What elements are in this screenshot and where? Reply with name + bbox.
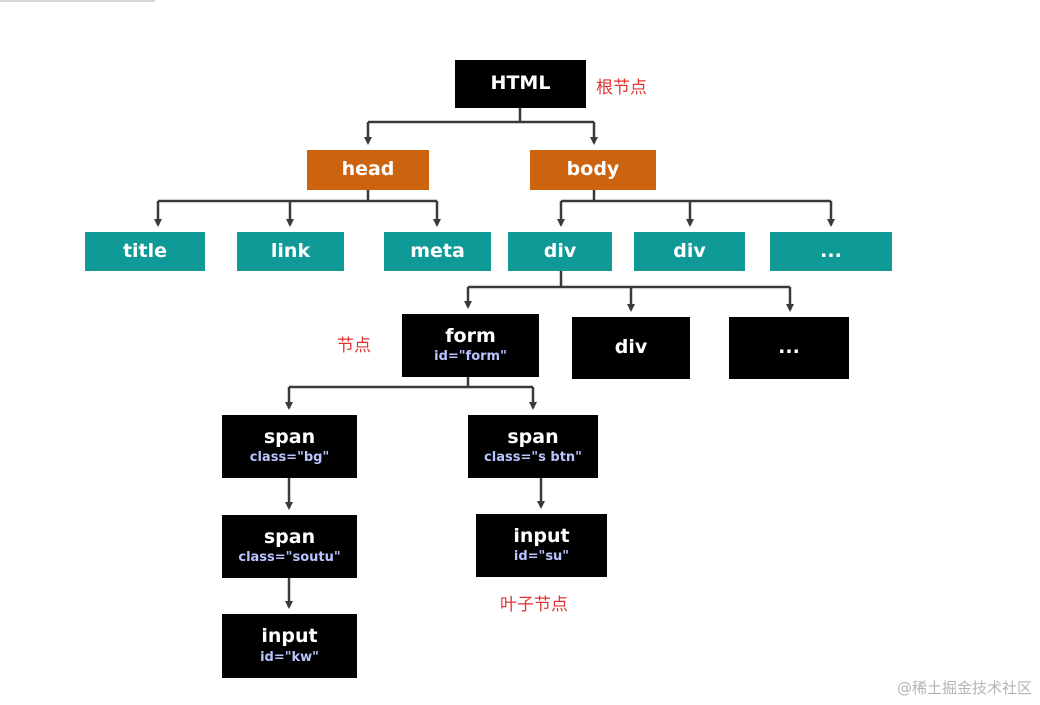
node-label: head [341,158,395,181]
node-label: link [270,239,311,262]
node-label: meta [410,239,465,262]
edge-html-children [368,108,594,124]
node-meta: meta [384,232,491,271]
node-label: span [507,425,559,448]
node-label: span [263,525,316,548]
node-attribute: class="bg" [249,450,330,466]
node-div-black: div [572,317,690,379]
root-node-annotation: 根节点 [596,78,647,98]
node-label: HTML [490,72,551,95]
node-label: ... [778,336,800,359]
node-span-btn: span class="s btn" [468,415,598,478]
node-ellipsis-black: ... [729,317,849,379]
node-attribute: id="su" [513,549,570,565]
node-label: div [673,239,706,262]
node-span-bg: span class="bg" [222,415,357,478]
node-body: body [530,150,656,190]
edge-div-children [468,271,790,289]
edge-form-children [289,377,533,389]
node-attribute: id="kw" [260,649,319,665]
node-form: form id="form" [402,314,539,377]
node-attribute: id="form" [434,349,507,365]
node-span-soutu: span class="soutu" [222,515,357,578]
edge-body-children [561,190,831,203]
node-input-kw: input id="kw" [222,614,357,678]
node-label: form [445,324,496,347]
node-attribute: class="soutu" [238,550,341,566]
node-title: title [85,232,205,271]
node-label: ... [820,239,842,262]
node-div-teal-1: div [508,232,612,271]
top-left-divider [0,0,155,2]
watermark: @稀土掘金技术社区 [896,679,1032,697]
node-label: div [543,239,577,262]
node-label: div [614,336,648,359]
node-div-teal-2: div [634,232,745,271]
node-input-su: input id="su" [476,514,607,577]
node-label: span [263,425,316,448]
node-label: title [122,239,168,262]
node-label: body [566,158,620,181]
leaf-node-annotation: 叶子节点 [500,595,568,615]
node-html: HTML [455,60,586,108]
node-attribute: class="s btn" [484,450,582,466]
edge-head-children [158,190,437,203]
node-head: head [307,150,429,190]
node-ellipsis-teal: ... [770,232,892,271]
node-annotation: 节点 [337,336,371,356]
node-label: input [261,625,318,648]
node-link: link [237,232,344,271]
node-label: input [513,524,570,547]
